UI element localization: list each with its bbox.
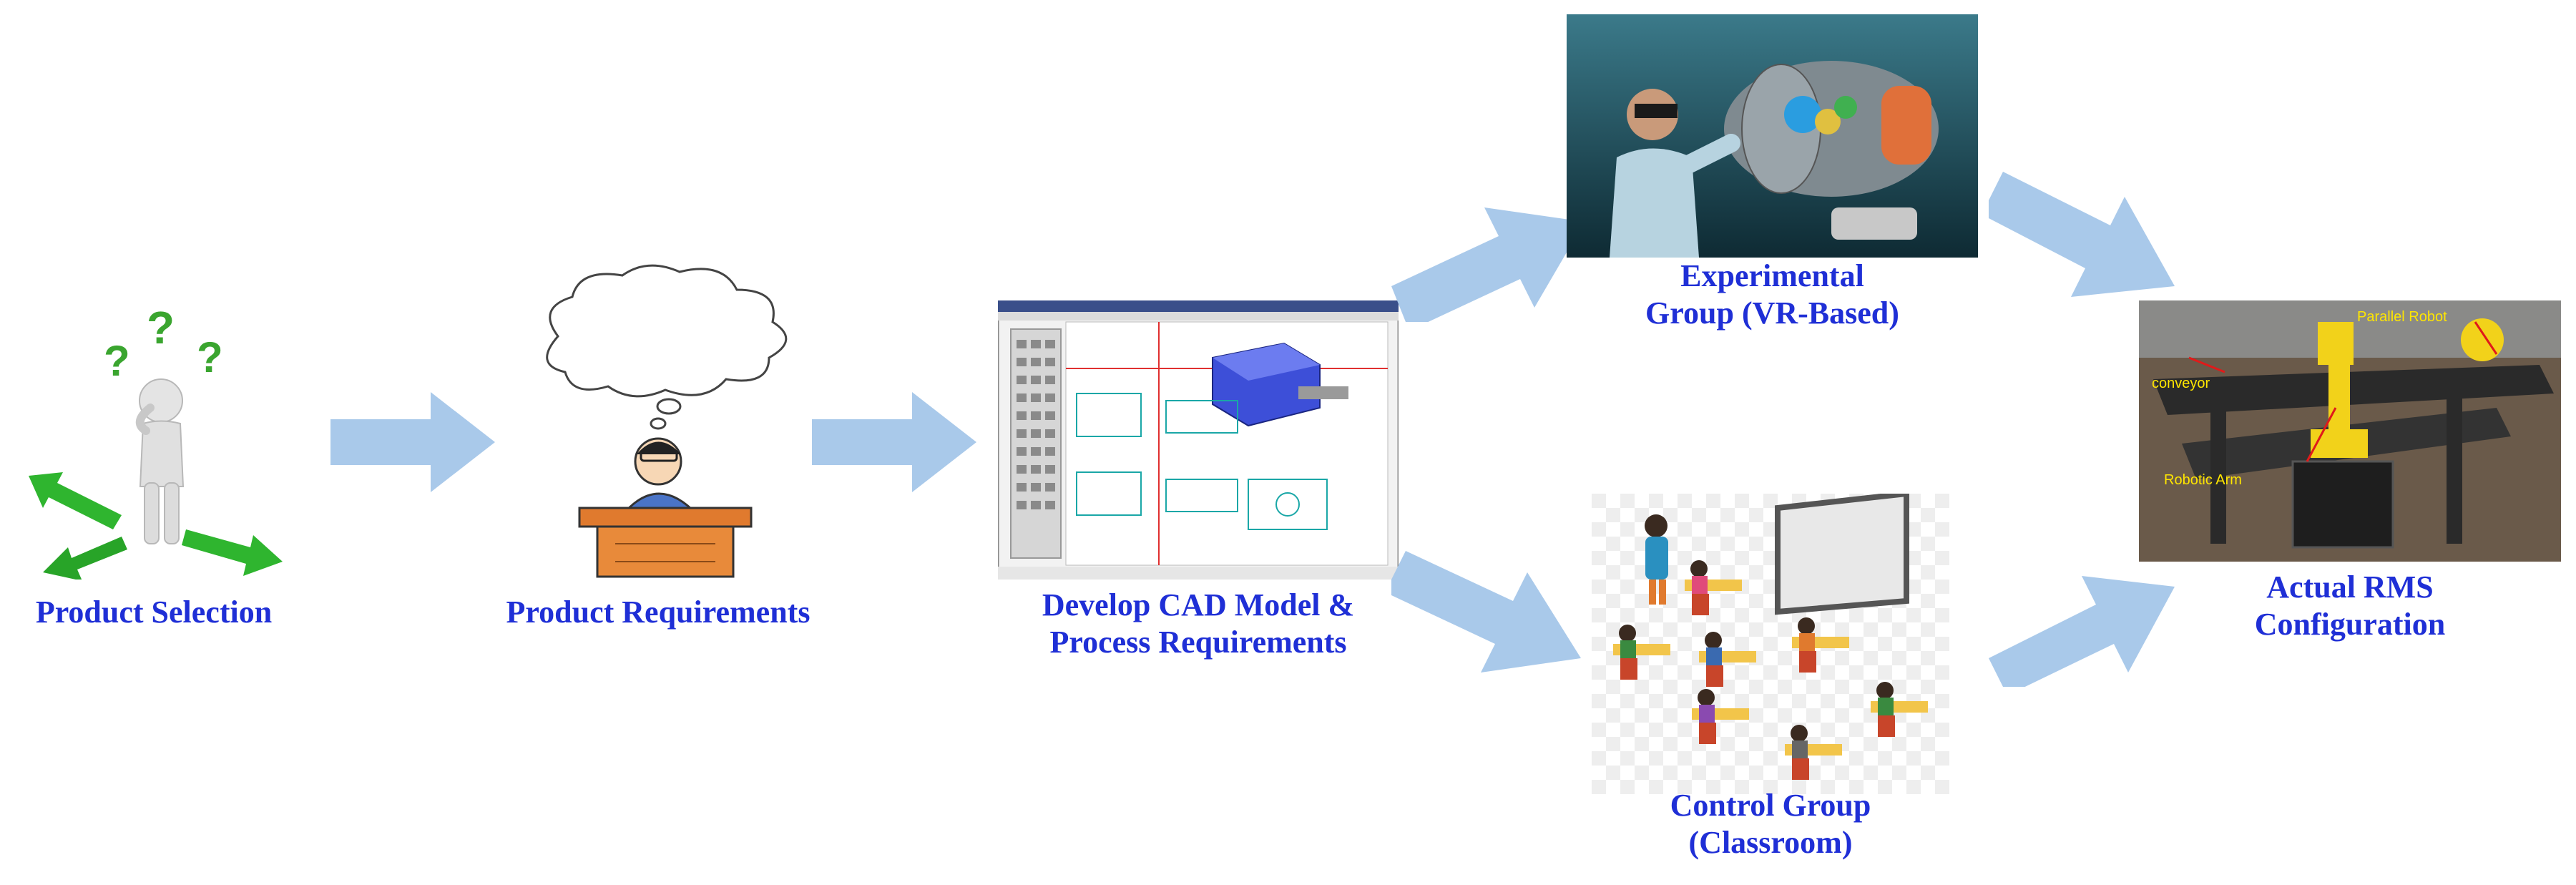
svg-text:?: ? bbox=[147, 302, 175, 353]
robotic-arm-label: Robotic Arm bbox=[2164, 472, 2242, 488]
cad-model-label-line2: Process Requirements bbox=[1049, 625, 1347, 660]
cad-window-icon bbox=[998, 300, 1399, 580]
arrow-down-right bbox=[1391, 551, 1581, 673]
cad-model-label-line1: Develop CAD Model & bbox=[1042, 587, 1355, 622]
conveyor-label: conveyor bbox=[2152, 376, 2210, 391]
control-group-label-line1: Control Group bbox=[1670, 788, 1871, 823]
cad-model-label: Develop CAD Model & Process Requirements bbox=[980, 587, 1416, 661]
actual-rms-label-line2: Configuration bbox=[2254, 607, 2446, 642]
classroom-icon bbox=[1592, 494, 1949, 794]
parallel-robot-label: Parallel Robot bbox=[2357, 309, 2447, 325]
arrow-down-right-2 bbox=[1989, 172, 2175, 297]
vr-user-icon bbox=[1567, 14, 1978, 258]
actual-rms-label: Actual RMS Configuration bbox=[2139, 569, 2561, 643]
thinking-person-icon bbox=[546, 264, 788, 578]
robot-cell-icon bbox=[2139, 300, 2561, 562]
actual-rms-label-line1: Actual RMS bbox=[2266, 569, 2434, 605]
arrow-right-2 bbox=[812, 392, 976, 492]
product-requirements-label: Product Requirements bbox=[506, 595, 810, 630]
experimental-group-label-line1: Experimental bbox=[1680, 258, 1864, 293]
arrow-up-right-2 bbox=[1989, 576, 2175, 687]
arrow-right-1 bbox=[330, 392, 495, 492]
robot-cell-photo: Parallel Robot conveyor Robotic Arm bbox=[2139, 300, 2561, 562]
svg-text:?: ? bbox=[104, 337, 130, 385]
control-group-label-line2: (Classroom) bbox=[1688, 825, 1853, 860]
control-group-label: Control Group (Classroom) bbox=[1592, 787, 1949, 861]
question-figure-icon: ? ? ? bbox=[29, 302, 283, 580]
experimental-group-label-line2: Group (VR-Based) bbox=[1645, 295, 1899, 331]
product-selection-label: Product Selection bbox=[35, 595, 273, 630]
arrow-up-right bbox=[1391, 207, 1585, 322]
experimental-group-label: Experimental Group (VR-Based) bbox=[1567, 258, 1978, 332]
svg-text:?: ? bbox=[197, 333, 223, 381]
